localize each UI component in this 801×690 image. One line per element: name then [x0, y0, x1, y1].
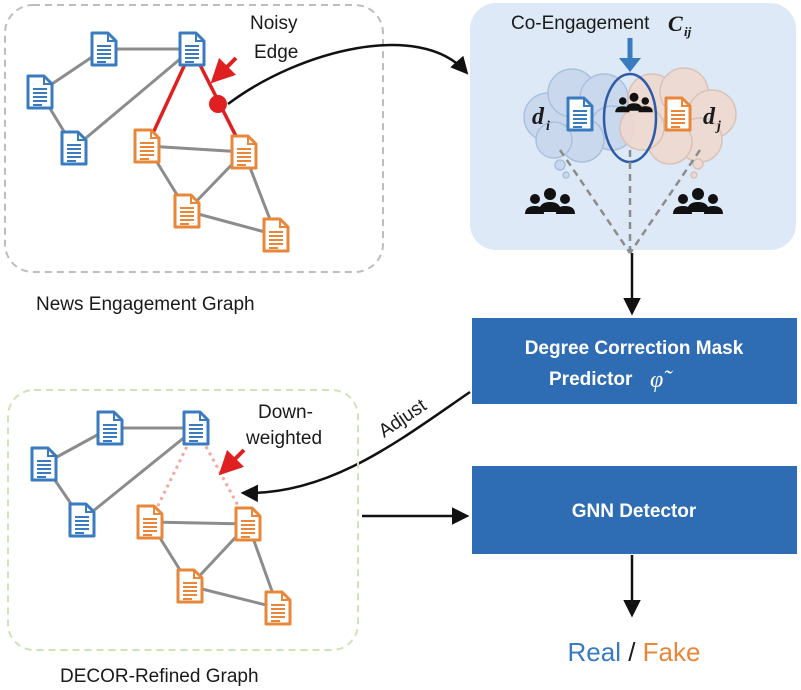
output-separator: /: [621, 637, 643, 667]
doc-icon: [264, 590, 292, 626]
gnn-detector-box: GNN Detector: [472, 466, 797, 554]
coengagement-label: Co-Engagement: [511, 13, 650, 34]
doc-i-sub: i: [546, 119, 550, 134]
top-graph-caption: News Engagement Graph: [36, 294, 255, 315]
doc-icon: [262, 217, 290, 253]
doc-icon: [234, 506, 262, 542]
downweighted-label-line2: weighted: [245, 428, 322, 449]
doc-icon: [30, 446, 58, 482]
doc-icon: [176, 568, 204, 604]
doc-icon: [230, 134, 258, 170]
output-label: Real / Fake: [568, 637, 701, 667]
doc-icon: [96, 410, 124, 446]
top-graph-frame: [4, 4, 384, 273]
noisy-edge-node: [209, 95, 227, 113]
doc-icon: [136, 504, 164, 540]
predictor-line1: Degree Correction Mask: [525, 338, 744, 359]
coengagement-symbol: C: [668, 11, 683, 36]
coengagement-panel: Co-Engagement C ij: [470, 3, 796, 254]
doc-icon: [178, 31, 206, 67]
predictor-line2: Predictor: [549, 369, 633, 390]
top-real-docs: [26, 31, 206, 166]
output-real: Real: [568, 637, 621, 667]
doc-icon: [90, 31, 118, 67]
projection-lines: [558, 149, 702, 254]
doc-icon: [26, 74, 54, 110]
downweighted-pointer: [218, 448, 246, 476]
bottom-graph-caption: DECOR-Refined Graph: [60, 666, 259, 687]
news-engagement-graph: Noisy Edge: [4, 4, 384, 273]
output-fake: Fake: [643, 637, 701, 667]
predictor-background: [472, 318, 797, 404]
adjust-label: Adjust: [375, 395, 431, 442]
downweighted-label-line1: Down-: [258, 402, 313, 423]
noisy-label-line1: Noisy: [250, 13, 298, 34]
coengagement-symbol-sub: ij: [684, 24, 692, 39]
doc-icon: [68, 502, 96, 538]
bottom-graph-frame: [7, 389, 359, 651]
doc-j-sub: j: [715, 119, 721, 134]
doc-i-icon: [566, 96, 594, 132]
gnn-label: GNN Detector: [572, 501, 697, 522]
noisy-label-line2: Edge: [254, 42, 298, 63]
adjust-arrow: [240, 390, 471, 503]
predictor-box: Degree Correction Mask Predictor φ̃: [472, 318, 797, 404]
decor-refined-graph: Down- weighted: [7, 389, 359, 651]
doc-icon: [173, 193, 201, 229]
doc-j-symbol: d: [703, 104, 716, 130]
doc-i-symbol: d: [532, 104, 545, 130]
gnn-background: [472, 466, 797, 554]
doc-j-icon: [664, 96, 692, 132]
doc-icon: [133, 128, 161, 164]
top-fake-docs: [133, 128, 290, 253]
doc-icon: [60, 130, 88, 166]
noisy-edge-arrow: [227, 43, 469, 106]
coengagement-arrow-head: [619, 58, 641, 72]
doc-icon: [182, 410, 210, 446]
noisy-edge-pointer: [210, 56, 238, 84]
bottom-real-docs: [30, 410, 210, 538]
